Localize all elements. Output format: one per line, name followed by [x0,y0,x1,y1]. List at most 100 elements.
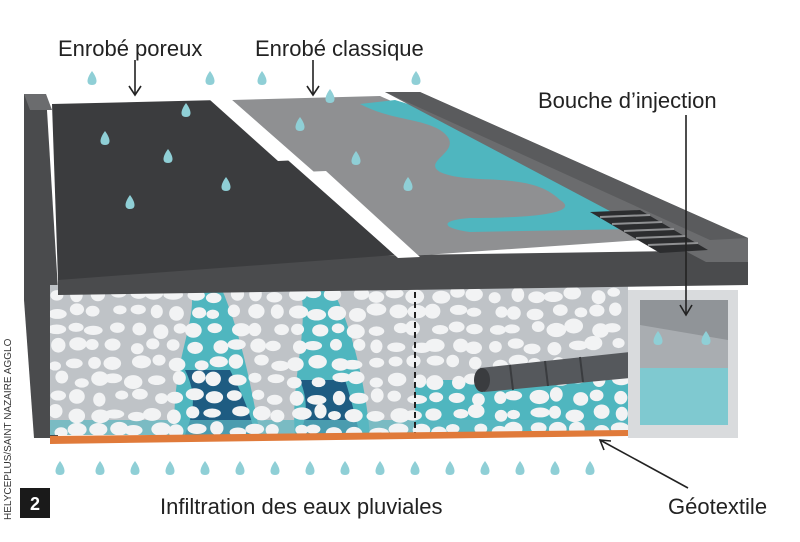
gravel-stone [511,287,525,303]
gravel-stone [424,303,441,319]
gravel-stone [288,305,309,319]
gravel-stone [472,393,485,407]
gravel-stone [494,391,507,404]
gravel-stone [368,326,385,336]
image-credit: HELYCEPLUS/SAINT NAZAIRE AGGLO [3,338,14,520]
gravel-stone [267,374,285,384]
gravel-stone [305,424,321,434]
lane-marking [302,171,420,258]
gravel-stone [50,324,67,335]
rain-drop-icon [205,71,215,85]
gravel-stone [69,389,85,404]
rain-drop-icon [235,461,245,475]
gravel-stone [448,321,465,333]
gravel-stone [115,390,129,400]
gravel-stone [591,290,606,305]
gravel-stone [468,356,482,370]
gravel-stone [103,356,122,370]
gravel-stone [314,403,327,419]
gravel-stone [495,306,508,318]
gravel-stone [387,342,406,352]
rain-drop-icon [410,461,420,475]
rain-drop-icon [200,461,210,475]
gravel-stone [169,306,184,321]
gravel-stone [192,307,207,319]
gravel-stone [390,408,410,423]
gravel-stone [248,322,262,337]
gravel-stone [50,361,61,371]
gravel-stone [526,308,544,321]
lane-marking [210,100,300,161]
gravel-stone [127,411,146,422]
gravel-stone [69,303,85,316]
gravel-stone [331,323,345,334]
gravel-stone [307,309,327,321]
gravel-stone [85,338,99,350]
gravel-stone [74,378,89,388]
gravel-stone [142,408,162,421]
gravel-stone [248,304,265,319]
gravel-stone [403,410,422,421]
gravel-stone [531,321,545,333]
gravel-stone [448,392,465,403]
right-curb [385,92,748,262]
gravel-stone [529,389,550,405]
gravel-stone [573,392,589,406]
gravel-stone [265,423,279,435]
gravel-stone [205,391,224,404]
gravel-stone [530,422,547,434]
gravel-stone [184,322,202,338]
gravel-stone [295,424,309,435]
rain-drop-icon [701,331,711,345]
gravel-stone [523,343,541,355]
gravel-stone [504,324,520,334]
gravel-stone [186,406,200,419]
gravel-stone [152,354,166,366]
gravel-stone [584,335,603,351]
gravel-stone [206,309,220,319]
gravel-stone [93,392,106,407]
arrow-geotextile [598,439,689,489]
rain-drop-icon [550,461,560,475]
gravel-stone [304,341,323,351]
rain-drop-icon [340,461,350,475]
gravel-stone [346,324,365,339]
gravel-stone [387,372,407,387]
gravel-stone [563,286,582,300]
gravel-stone [609,302,622,316]
label-porous-asphalt: Enrobé poreux [58,36,202,61]
gravel-stone [370,339,383,354]
gravel-stone [213,340,229,354]
gravel-stone [446,424,460,434]
gravel-stone [366,303,387,316]
gravel-stone [166,391,184,404]
gravel-stone [387,390,402,402]
rain-drop-icon [403,177,413,191]
gravel-stone [109,322,125,333]
gravel-stone [232,406,250,417]
gravel-stone [50,390,67,401]
gravel-stone [210,421,224,435]
gravel-stone [369,377,383,388]
gravel-stone [227,304,240,318]
rain-drop-icon [653,331,663,345]
rain-drop-icon [55,461,65,475]
rain-drop-icon [125,195,135,209]
rain-drop-icon [351,151,361,165]
gravel-stone [429,392,444,403]
gravel-stone [589,304,605,317]
gravel-stone [55,370,69,384]
gravel-stone [388,356,403,367]
gravel-stone [113,305,127,315]
gravel-stone [89,422,108,435]
gravel-stone [131,355,152,369]
gravel-stone [368,291,385,303]
gravel-stone [286,376,302,389]
gravel-stone [446,354,460,368]
gravel-stone [308,355,327,369]
gravel-stone [405,320,420,336]
gravel-stone [332,372,352,383]
arrow-injection [679,115,693,317]
gravel-stone [168,424,184,435]
